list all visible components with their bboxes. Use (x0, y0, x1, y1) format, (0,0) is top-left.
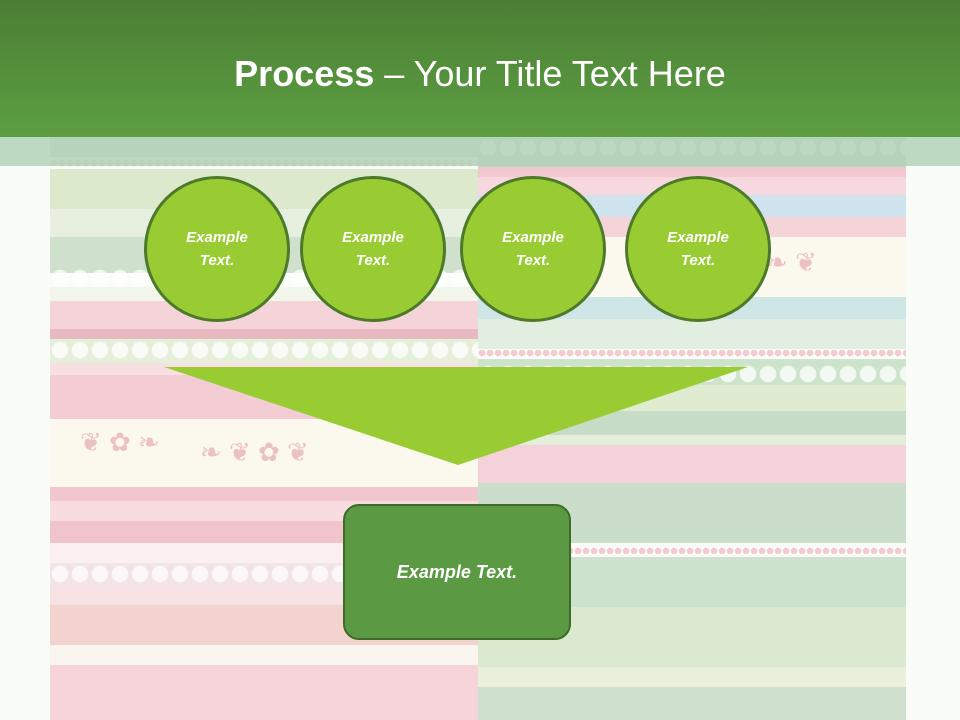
title-bar (0, 0, 960, 137)
title-rest-part: – Your Title Text Here (374, 53, 726, 94)
result-label: Example Text. (396, 561, 518, 582)
process-circle-1[interactable]: Example Text. (144, 176, 290, 322)
result-box[interactable]: Example Text. (343, 504, 571, 640)
funnel-triangle (164, 367, 748, 465)
process-circle-3[interactable]: Example Text. (460, 176, 606, 322)
title-underline-band (0, 137, 960, 166)
process-circle-label: Example Text. (667, 229, 729, 269)
process-circle-4[interactable]: Example Text. (625, 176, 771, 322)
process-circle-2[interactable]: Example Text. (300, 176, 446, 322)
slide-title: Process – Your Title Text Here (0, 52, 960, 96)
funnel-arrow[interactable] (164, 367, 748, 465)
process-circle-label: Example Text. (342, 229, 404, 269)
title-bold-part: Process (234, 53, 375, 94)
process-circle-label: Example Text. (502, 229, 564, 269)
process-circle-label: Example Text. (186, 229, 248, 269)
